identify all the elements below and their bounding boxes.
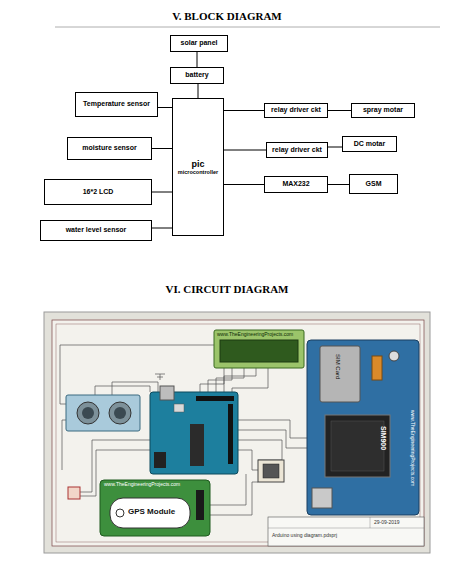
gsm-module: SIM Card www.TheEngineeringProjects.com SI… [307,340,419,515]
lcd-board [214,330,304,368]
box-label: spray motar [363,106,403,114]
module-text: www.TheEngineeringProjects.com [104,482,180,488]
sensor-box: water level sensor [40,220,152,241]
pin-header [196,490,204,520]
module-text: GPS Module [128,507,175,516]
box-label: DC motar [354,140,386,148]
arduino-board [150,392,238,474]
connector-line [158,107,172,108]
box-label: solar panel [181,39,218,47]
lcd-module: www.TheEngineeringProjects.com [214,330,304,368]
actuator-box: DC motar [342,136,397,152]
box-label: battery [185,71,208,79]
gps-antenna [116,509,124,517]
connector-line [152,148,172,149]
interface-box: MAX232 [264,176,328,193]
title-block-file: Arduino using diagram.pdsprj [272,533,337,539]
module-text: SIM900 [379,426,387,450]
sim900-chip [325,415,390,477]
reset-button [174,404,184,412]
box-label: relay driver ckt [271,106,321,114]
display-box: 16*2 LCD [44,179,152,205]
connector-line [152,228,172,229]
ultrasonic-sensor [66,395,140,431]
box-label: Temperature sensor [83,100,150,108]
lcd-screen [220,340,298,362]
sim-holder [320,346,360,402]
gsm-board [307,340,419,515]
connector-line [198,84,199,98]
ultrasonic-transducer [77,402,99,424]
connector-line [152,192,172,193]
sheet-border [56,324,420,542]
screenshot-frame [44,312,430,553]
header-connector [68,487,80,499]
driver-box: relay driver ckt [264,103,328,118]
power-box: battery [170,67,224,84]
heading-rule [55,27,440,28]
title-block [268,517,424,546]
sensor-module [263,464,279,478]
connector-line [224,110,264,111]
gps-module: www.TheEngineeringProjects.comGPS Module [100,480,210,536]
connector-line [328,110,351,111]
connector-line [224,184,264,185]
title-block-line [268,528,424,529]
box-label: microcontroller [178,169,218,175]
section-heading: VI. CIRCUIT DIAGRAM [0,283,454,296]
sensor-box: Temperature sensor [75,92,158,117]
sim900-chip [331,421,384,471]
actuator-box: spray motar [351,103,415,118]
module-text: www.TheEngineeringProjects.com [409,410,415,486]
connector-line [328,147,342,148]
microcontroller-chip [190,424,204,466]
box-label: relay driver ckt [272,146,322,154]
connector [312,488,332,508]
ultrasonic-transducer [109,402,131,424]
connector-line [328,184,349,185]
power-box: solar panel [170,35,228,52]
sensor-module [258,460,284,482]
box-label: moisture sensor [82,144,136,152]
switch [372,356,382,380]
pin-header [228,404,233,464]
power-jack [154,452,166,468]
section-heading: V. BLOCK DIAGRAM [0,10,454,23]
title-block-date: 29-09-2019 [374,520,400,526]
gps-chip [110,498,190,528]
box-label: pic [191,159,204,169]
connector-line [197,52,198,67]
module-text: SIM Card [334,354,341,379]
ultrasonic-transducer [82,407,94,419]
gps-board [100,480,210,536]
module-text: www.TheEngineeringProjects.com [217,332,293,338]
module-box: GSM [349,174,398,194]
driver-box: relay driver ckt [266,142,328,158]
box-label: MAX232 [282,180,309,188]
box-label: 16*2 LCD [83,188,114,196]
schematic-sheet [52,320,424,546]
title-block-line [370,517,371,528]
box-label: water level sensor [66,226,127,234]
antenna-socket [389,351,399,361]
pin-header [196,396,234,401]
controller-box: picmicrocontroller [172,98,224,236]
box-label: GSM [366,180,382,188]
connector-line [224,150,266,151]
usb-port [160,386,174,400]
ultrasonic-transducer [114,407,126,419]
sensor-box: moisture sensor [67,137,152,160]
